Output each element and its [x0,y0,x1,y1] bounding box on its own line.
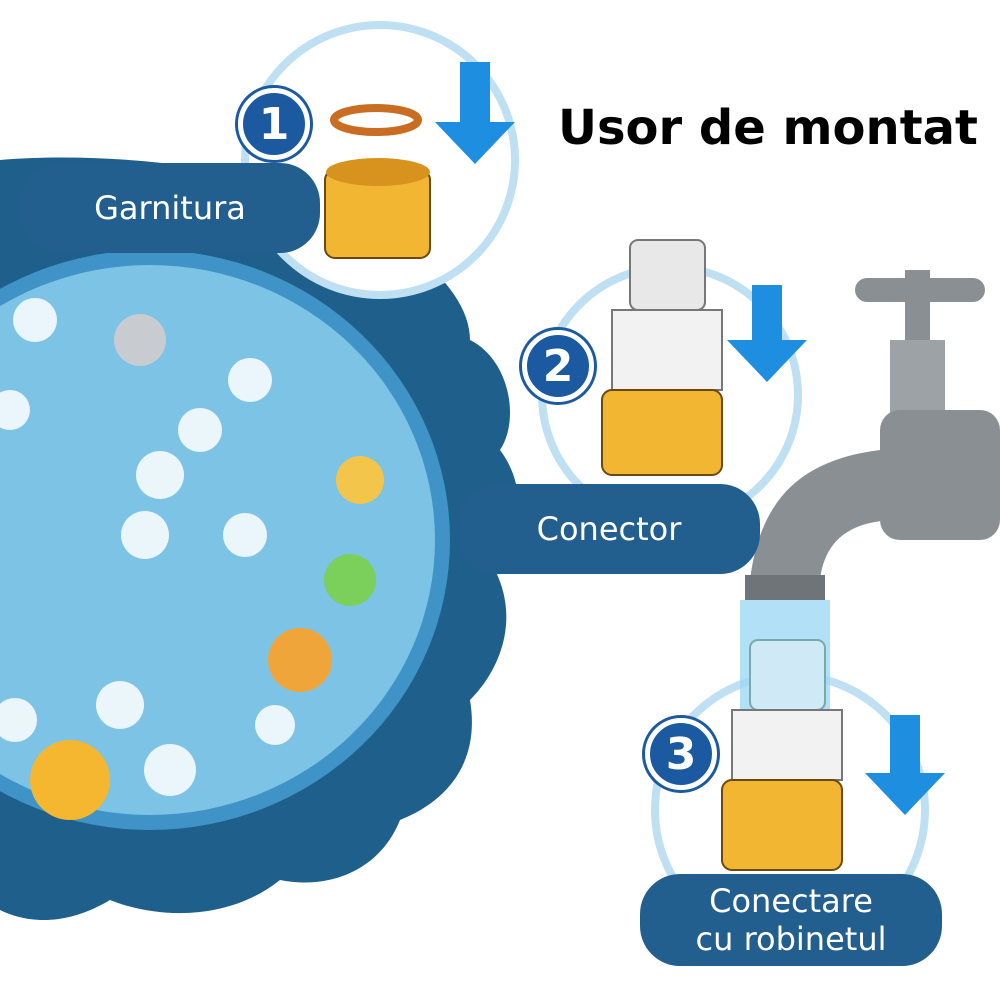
quick-connector-3 [721,639,843,871]
step-2-badge: 2 [522,330,594,402]
quick-connector-2 [601,239,723,476]
label-garnitura: Garnitura [20,163,320,253]
gasket-and-connector-1 [324,104,431,259]
step-3-badge: 3 [645,718,717,790]
label-conectare: Conectare cu robinetul [640,874,942,966]
label-conectare-line2: cu robinetul [695,920,887,958]
label-conectare-line1: Conectare [709,881,873,920]
splash-pad-pool [0,157,519,921]
page-title: Usor de montat [558,100,978,156]
step-1-badge: 1 [238,88,310,160]
down-arrow-icon [727,285,807,382]
down-arrow-icon [865,715,945,815]
faucet [745,270,1000,600]
label-conector: Conector [458,484,760,574]
down-arrow-icon [435,62,515,164]
